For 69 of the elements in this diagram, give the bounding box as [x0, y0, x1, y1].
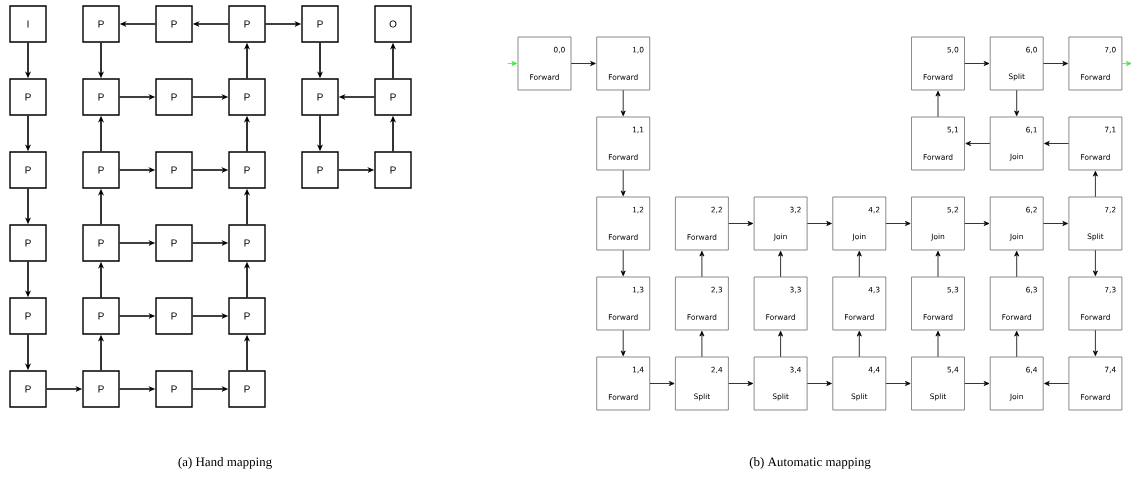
process-box: P — [301, 78, 339, 116]
arrow — [1044, 141, 1069, 146]
arrow — [728, 221, 754, 226]
process-box: P — [228, 224, 266, 262]
process-box: P — [9, 297, 47, 335]
arrow — [728, 381, 754, 386]
subfigure-caption: (a) Hand mapping — [178, 457, 272, 469]
arrow — [1092, 249, 1098, 277]
arrow — [965, 141, 991, 146]
arrow — [1014, 250, 1020, 278]
process-box: P — [9, 370, 47, 408]
arrow — [507, 61, 518, 66]
process-box: P — [228, 78, 266, 116]
process-box: P — [82, 78, 120, 116]
process-box: P — [374, 78, 412, 116]
arrow — [964, 61, 990, 66]
process-box: P — [228, 5, 266, 43]
arrow — [807, 381, 832, 386]
process-box: P — [9, 224, 47, 262]
arrow — [620, 89, 626, 117]
arrow — [935, 90, 941, 118]
arrow — [699, 250, 705, 278]
arrow — [778, 330, 784, 358]
process-box: P — [374, 151, 412, 189]
process-box: P — [155, 78, 193, 116]
arrow — [778, 250, 784, 278]
arrow — [885, 221, 911, 226]
arrow — [1092, 329, 1098, 357]
arrow — [964, 221, 990, 226]
process-box: P — [228, 370, 266, 408]
process-box: P — [155, 151, 193, 189]
process-box: P — [82, 151, 120, 189]
arrow — [649, 381, 675, 386]
arrow — [935, 330, 941, 358]
process-box: P — [155, 370, 193, 408]
process-box: P — [82, 297, 120, 335]
process-box: I — [9, 5, 47, 43]
arrow — [964, 381, 990, 386]
process-box: P — [82, 5, 120, 43]
arrow — [1014, 89, 1020, 117]
arrow — [620, 249, 626, 277]
arrow — [885, 381, 911, 386]
process-box: P — [155, 224, 193, 262]
process-box: P — [155, 5, 193, 43]
process-box: P — [9, 78, 47, 116]
process-box: P — [228, 151, 266, 189]
arrow — [807, 221, 832, 226]
arrow — [1092, 170, 1098, 198]
process-box: P — [228, 297, 266, 335]
arrow — [856, 250, 862, 278]
process-box: P — [82, 224, 120, 262]
process-box: P — [301, 5, 339, 43]
process-box: P — [82, 370, 120, 408]
arrow — [1043, 221, 1068, 226]
process-box: P — [155, 297, 193, 335]
arrow — [699, 330, 705, 358]
process-box: P — [9, 151, 47, 189]
arrow — [1043, 61, 1068, 66]
arrow — [856, 330, 862, 358]
process-box: P — [301, 151, 339, 189]
subfigure-caption: (b) Automatic mapping — [749, 457, 871, 469]
arrow — [620, 329, 626, 357]
arrow — [1121, 61, 1131, 66]
arrow — [1014, 330, 1020, 358]
arrow — [1044, 381, 1069, 386]
arrow — [570, 61, 596, 66]
process-box: O — [374, 5, 412, 43]
arrow — [935, 250, 941, 278]
arrow — [620, 169, 626, 197]
